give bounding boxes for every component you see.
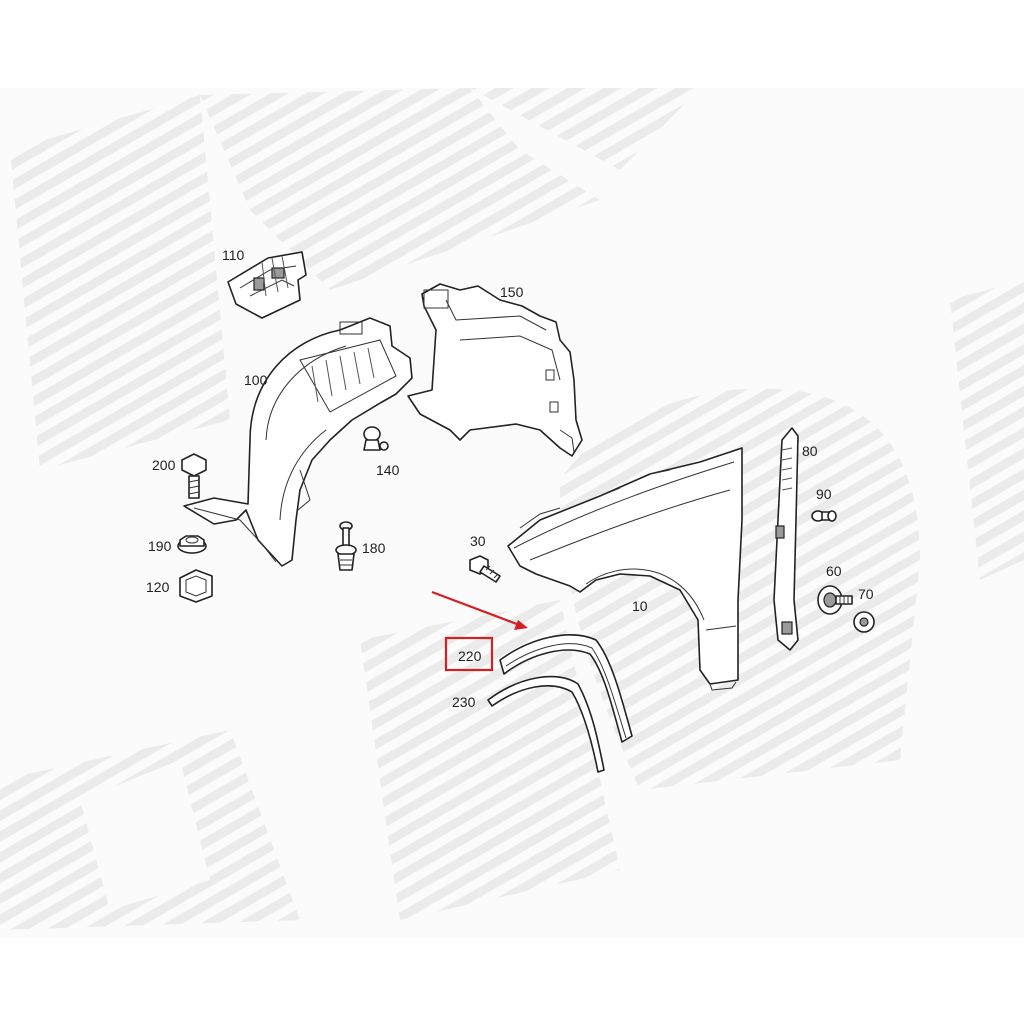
callout-220: 220 (458, 648, 482, 664)
part-110 (227, 251, 307, 319)
callout-60: 60 (826, 563, 842, 579)
part-90 (811, 510, 837, 522)
callout-180: 180 (362, 540, 386, 556)
part-120 (179, 569, 213, 603)
highlight-arrow (431, 590, 528, 630)
part-200 (181, 453, 207, 499)
callout-70: 70 (858, 586, 874, 602)
part-220 (499, 634, 633, 743)
callout-120: 120 (146, 579, 170, 595)
part-80 (773, 427, 799, 651)
callout-80: 80 (802, 443, 818, 459)
callout-190: 190 (148, 538, 172, 554)
callout-10: 10 (632, 598, 648, 614)
part-10 (507, 447, 743, 691)
callout-30: 30 (470, 533, 486, 549)
highlight-box (444, 636, 494, 672)
callout-140: 140 (376, 462, 400, 478)
callout-200: 200 (152, 457, 176, 473)
callout-150: 150 (500, 284, 524, 300)
part-140 (363, 426, 389, 451)
callout-110: 110 (222, 247, 245, 263)
watermark (0, 88, 1024, 938)
part-180 (335, 521, 357, 571)
part-190 (177, 535, 207, 554)
part-230 (487, 675, 605, 773)
part-100 (183, 317, 413, 567)
part-150 (407, 283, 583, 457)
part-60 (817, 585, 853, 615)
callout-90: 90 (816, 486, 832, 502)
callout-230: 230 (452, 694, 476, 710)
callout-labels: 110 150 100 200 140 190 180 120 30 80 90… (146, 247, 874, 710)
callout-100: 100 (244, 372, 268, 388)
part-70 (853, 611, 875, 633)
part-30 (469, 555, 501, 583)
